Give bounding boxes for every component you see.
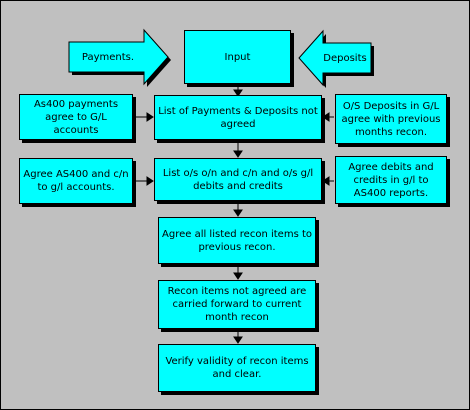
arrowhead <box>146 176 154 186</box>
input-box: Input <box>184 30 291 84</box>
deposits-arrow-label: Deposits <box>323 52 367 64</box>
verify-box: Verify validity of recon items and clear… <box>158 344 316 392</box>
arrowhead <box>233 89 243 97</box>
arrowhead <box>322 176 330 186</box>
as400-payments-box: As400 payments agree to G/L accounts <box>19 94 133 140</box>
arrowhead <box>233 150 243 158</box>
deposits-arrow-shape <box>298 29 372 87</box>
payments-arrow-label: Payments. <box>81 51 135 63</box>
payments-arrow-shape <box>68 28 169 86</box>
os-deposits-box: O/S Deposits in G/L agree with previous … <box>335 94 447 144</box>
arrowhead <box>233 336 243 344</box>
arrowhead <box>146 112 154 122</box>
list-not-agreed-box: List of Payments & Deposits not agreed <box>154 95 322 140</box>
agree-listed-box: Agree all listed recon items to previous… <box>158 217 316 264</box>
arrowhead <box>233 272 243 280</box>
arrowhead <box>233 209 243 217</box>
agree-debits-credits-box: Agree debits and credits in g/l to AS400… <box>335 156 447 204</box>
carried-forward-box: Recon items not agreed are carried forwa… <box>158 280 316 329</box>
arrowhead <box>322 112 330 122</box>
list-os-box: List o/s o/n and c/n and o/s g/l debits … <box>154 158 322 201</box>
agree-as400-cn-box: Agree AS400 and c/n to g/l accounts. <box>19 158 133 204</box>
